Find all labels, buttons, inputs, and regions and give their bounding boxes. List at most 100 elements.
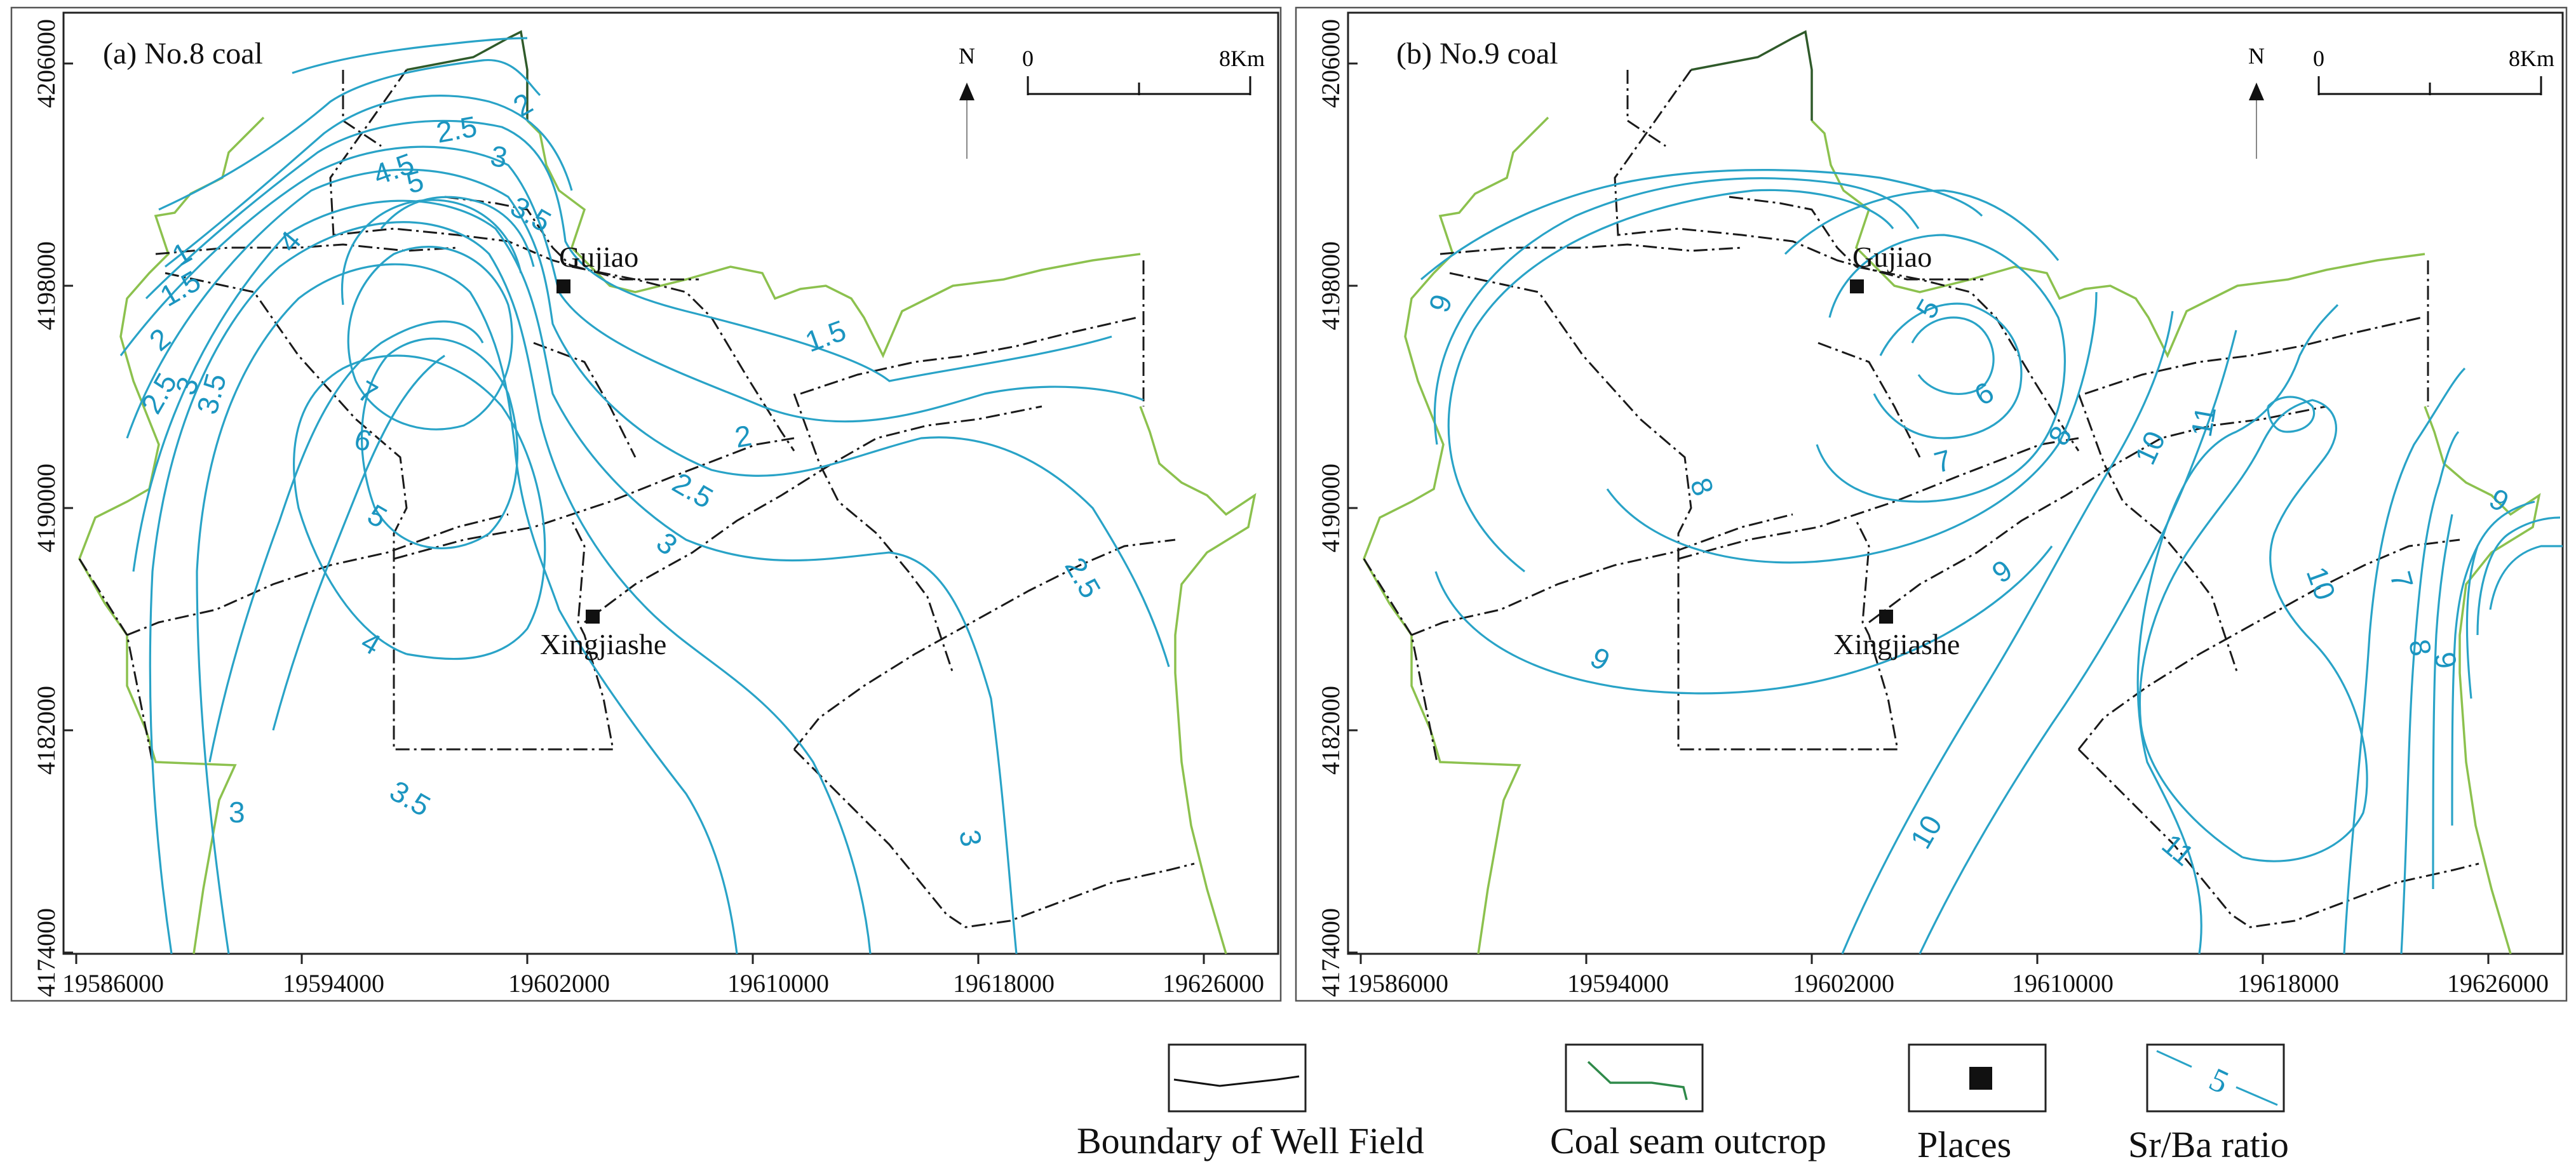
place-label-xingjiashe: Xingjiashe — [1833, 628, 1960, 660]
panel-a-contour-labels: 1 1.5 2 2.5 3 3.5 4 4.5 5 6 7 2.5 3 3.5 … — [135, 86, 1108, 849]
place-square-icon — [1969, 1067, 1992, 1090]
contour-label: 3 — [953, 827, 988, 849]
panel-a-x-tick-label: 19618000 — [953, 969, 1055, 998]
panel-b-y-axis: 4206000 4198000 4190000 4182000 4174000 — [1316, 19, 1358, 997]
contour-label: 1.5 — [801, 314, 851, 359]
contour-label: 11 — [2185, 404, 2223, 439]
panel-a-outer-frame — [10, 6, 1282, 1002]
panel-a-x-tick-label: 19586000 — [62, 969, 164, 998]
panel-b-x-tick-label: 19602000 — [1793, 969, 1894, 998]
panel-a-y-tick-label: 4198000 — [32, 241, 60, 330]
panel-b-no9-coal: (b) No.9 coal 4206000 4198000 4190000 41… — [1295, 6, 2568, 1002]
panel-a-places: Gujiao Xingjiashe — [540, 241, 666, 660]
legend-item-outcrop: Coal seam outcrop — [1550, 1043, 1826, 1161]
ratio-line-icon — [2156, 1050, 2192, 1068]
legend-label-outcrop: Coal seam outcrop — [1550, 1120, 1826, 1161]
legend-item-ratio: 5 Sr/Ba ratio — [2128, 1043, 2289, 1165]
contour-label: 2 — [508, 86, 538, 123]
contour-label: 6 — [351, 422, 375, 458]
panel-b-x-axis: 19586000 19594000 19602000 19610000 1961… — [1347, 954, 2549, 998]
panel-b-x-tick-label: 19594000 — [1567, 969, 1669, 998]
contour-label: 3 — [488, 139, 509, 175]
contour-label: 3.5 — [505, 190, 556, 239]
panel-a-x-axis: 19586000 19594000 19602000 19610000 1961… — [62, 954, 1264, 998]
contour-label: 4 — [356, 625, 386, 662]
contour-label: 9 — [1986, 553, 2018, 589]
panel-a-coal-outcrop-line — [526, 119, 1141, 359]
panel-b-title: (b) No.9 coal — [1396, 37, 1558, 70]
place-label-gujiao: Gujiao — [1852, 241, 1932, 273]
panel-b-scale-end: 8Km — [2509, 46, 2554, 71]
contour-label: 8 — [1684, 474, 1721, 500]
contour-label: 5 — [403, 164, 427, 200]
panel-b-scale-bar: 0 8Km — [2313, 46, 2554, 95]
panel-b-coal-outcrop-line — [1811, 119, 2425, 359]
panel-b-places: Gujiao Xingjiashe — [1833, 241, 1960, 660]
panel-a-no8-coal: (a) No.8 coal 4206000 4198000 4190000 41… — [10, 6, 1282, 1002]
legend: Boundary of Well Field Coal seam outcrop… — [1077, 1043, 2289, 1165]
panel-b-x-tick-label: 19618000 — [2237, 969, 2339, 998]
place-label-xingjiashe: Xingjiashe — [540, 628, 666, 660]
contour-label: 3.5 — [384, 774, 436, 823]
contour-label: 3 — [651, 526, 684, 561]
panel-b-outer-frame — [1295, 6, 2568, 1002]
contour-label: 7 — [1931, 443, 1955, 479]
place-marker-xingjiashe — [1879, 610, 1893, 624]
legend-label-ratio: Sr/Ba ratio — [2128, 1124, 2289, 1165]
place-marker-xingjiashe — [586, 610, 600, 624]
panel-a-scale-end: 8Km — [1219, 46, 1265, 71]
panel-a-north-arrow: N — [959, 43, 975, 159]
panel-a-y-tick-label: 4182000 — [32, 686, 60, 775]
place-marker-gujiao — [1850, 279, 1864, 293]
contour-label: 2 — [143, 321, 177, 357]
panel-a-x-tick-label: 19626000 — [1163, 969, 1264, 998]
contour-label: 7 — [353, 374, 383, 411]
panel-b-y-tick-label: 4190000 — [1316, 464, 1345, 552]
panel-b-contour-labels: 9 8 9 5 6 7 8 9 10 10 11 11 10 7 8 9 9 — [1422, 290, 2515, 873]
panel-b-contours — [1420, 169, 2563, 954]
contour-label: 2.5 — [1058, 552, 1107, 603]
panel-b-outcrop-dark-segment — [1690, 30, 1813, 121]
panel-a-outcrop-dark-segment — [406, 30, 529, 121]
legend-box-ratio — [2146, 1043, 2285, 1113]
panel-b-x-tick-label: 19610000 — [2012, 969, 2114, 998]
contour-label: 3 — [229, 796, 245, 829]
panel-a-y-tick-label: 4174000 — [32, 908, 60, 997]
contour-label: 6 — [1969, 375, 1999, 412]
contour-label: 2.5 — [667, 466, 718, 515]
panel-a-y-tick-label: 4206000 — [32, 19, 60, 108]
panel-b-north-label: N — [2248, 43, 2265, 69]
panel-b-scale-start: 0 — [2313, 46, 2324, 71]
legend-label-boundary: Boundary of Well Field — [1077, 1120, 1424, 1161]
panel-a-title: (a) No.8 coal — [103, 37, 263, 70]
contour-label: 5 — [362, 498, 393, 535]
contour-label: 10 — [2128, 426, 2172, 469]
panel-b-coal-outcrop-line — [1363, 116, 1549, 954]
north-arrow-icon — [2249, 83, 2264, 100]
panel-a-x-tick-label: 19610000 — [727, 969, 829, 998]
contour-label: 9 — [1422, 290, 1459, 317]
panel-a-y-axis: 4206000 4198000 4190000 4182000 4174000 — [32, 19, 73, 997]
contour-label: 3.5 — [190, 370, 233, 417]
panel-b-y-tick-label: 4206000 — [1316, 19, 1345, 108]
legend-item-places: Places — [1908, 1043, 2047, 1165]
contour-label: 10 — [2300, 563, 2342, 605]
panel-b-north-arrow: N — [2248, 43, 2265, 159]
contour-label: 8 — [2042, 420, 2079, 451]
contour-label: 4 — [272, 224, 307, 258]
outcrop-line-icon — [1587, 1061, 1688, 1101]
panel-a-well-field-boundaries — [78, 69, 1195, 928]
panel-a-x-tick-label: 19602000 — [508, 969, 610, 998]
legend-label-places: Places — [1917, 1124, 2011, 1165]
ratio-line-icon — [2235, 1086, 2278, 1106]
panel-b-y-tick-label: 4182000 — [1316, 686, 1345, 775]
legend-item-boundary: Boundary of Well Field — [1077, 1043, 1424, 1161]
panel-a-north-label: N — [959, 43, 975, 69]
contour-label: 2 — [732, 418, 754, 454]
panel-b-x-tick-label: 19626000 — [2447, 969, 2549, 998]
boundary-line-icon — [1173, 1075, 1300, 1087]
panel-b-map-frame — [1347, 11, 2564, 955]
place-label-gujiao: Gujiao — [559, 241, 638, 273]
contour-label: 9 — [1585, 641, 1615, 678]
